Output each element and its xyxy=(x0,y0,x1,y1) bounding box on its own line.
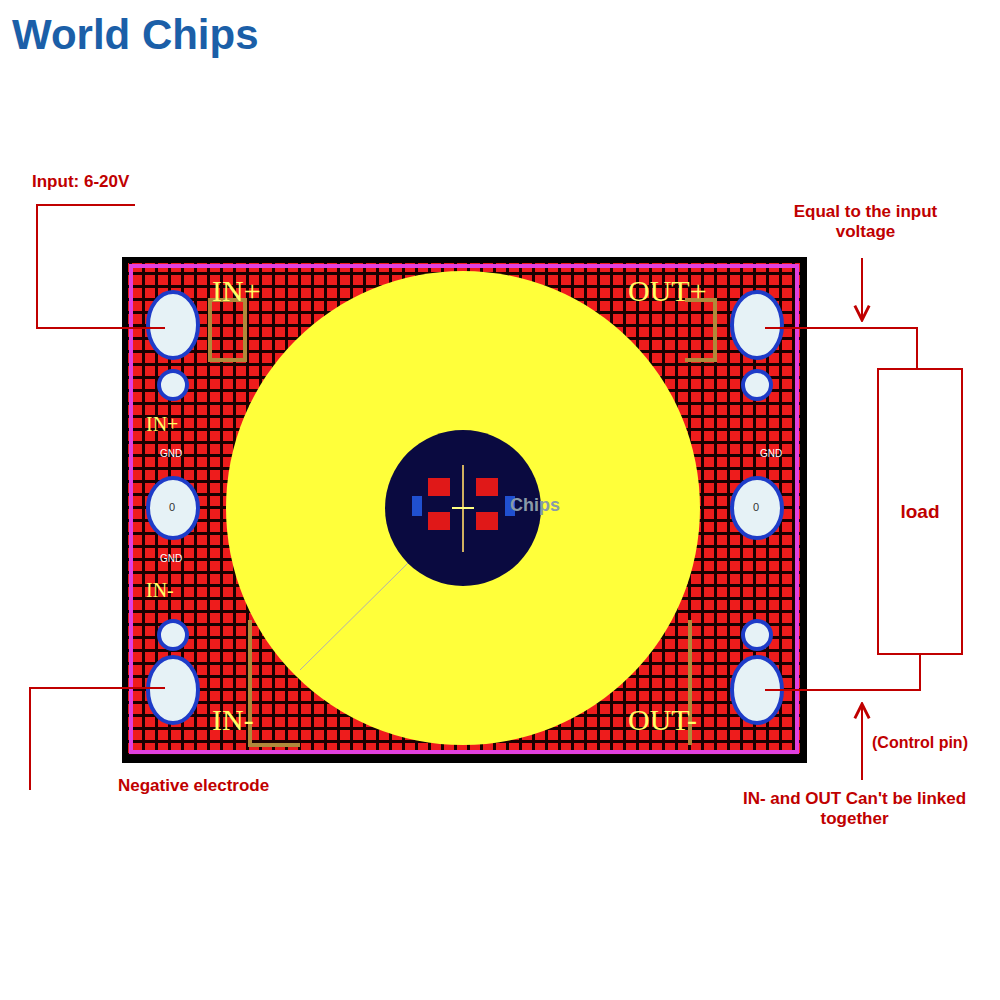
input-note: Input: 6-20V xyxy=(32,172,212,192)
silkscreen-label: IN- xyxy=(212,702,302,738)
silkscreen-label: OUT- xyxy=(628,702,738,738)
control-pin-note: (Control pin) xyxy=(872,733,998,752)
pad-label: 0 xyxy=(753,501,773,514)
pad-label: 0 xyxy=(169,501,189,514)
silkscreen-label: OUT+ xyxy=(628,273,738,309)
negative-note: Negative electrode xyxy=(118,776,358,796)
pad-label: GND xyxy=(160,448,200,460)
silkscreen-label: IN+ xyxy=(146,412,206,436)
warning-note: IN- and OUT Can't be linked together xyxy=(722,789,987,830)
watermark: Chips xyxy=(510,495,590,517)
silkscreen-label: IN+ xyxy=(212,273,302,309)
load-box: load xyxy=(877,368,963,655)
pad-label: GND xyxy=(160,553,200,565)
load-label: load xyxy=(900,501,939,523)
output-note: Equal to the input voltage xyxy=(788,202,943,243)
pad-label: GND xyxy=(760,448,800,460)
silkscreen-label: IN- xyxy=(146,578,206,602)
brand-logo: World Chips xyxy=(12,10,272,60)
